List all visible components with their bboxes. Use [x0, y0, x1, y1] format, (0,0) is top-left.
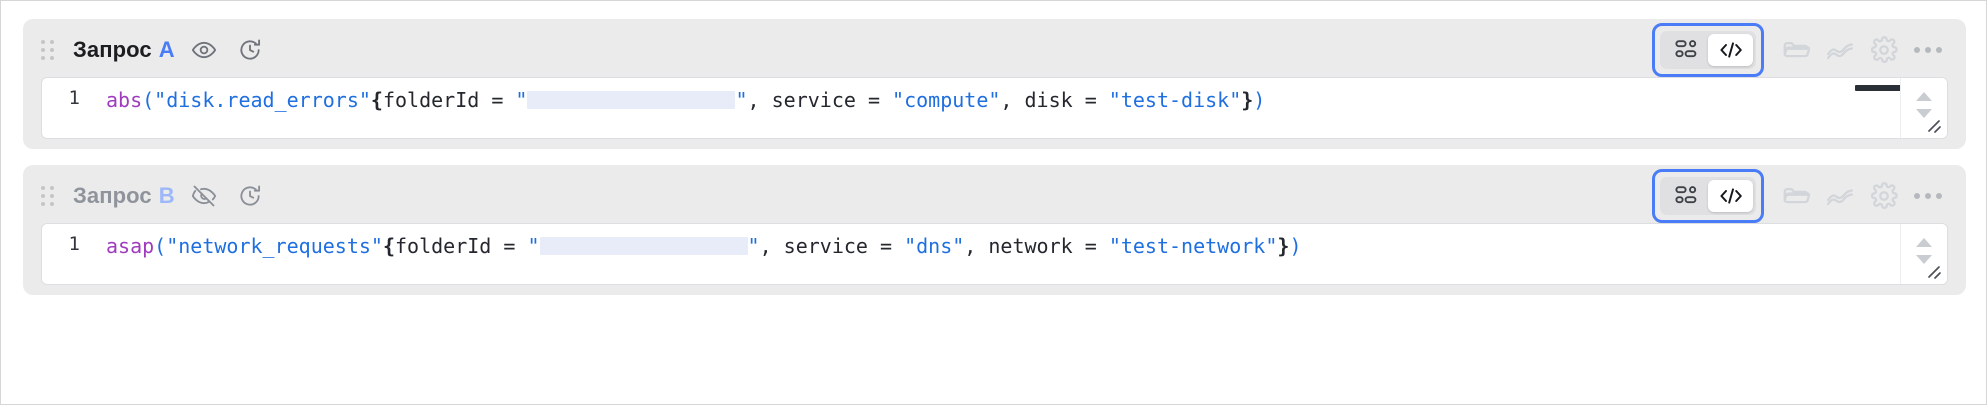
- minimap-indicator: [1855, 85, 1901, 91]
- code-view-button[interactable]: [1708, 180, 1753, 212]
- redacted-folder-id: [527, 91, 736, 109]
- code-label-disk: disk: [1024, 88, 1073, 112]
- eye-off-icon[interactable]: [187, 179, 221, 213]
- code-value-network: "test-network": [1108, 234, 1278, 258]
- code-brace-close: }: [1277, 234, 1290, 258]
- code-open-paren: (: [154, 234, 167, 258]
- code-value-service: "compute": [892, 88, 1001, 112]
- query-a-letter: A: [158, 37, 175, 62]
- scroll-down-icon[interactable]: [1916, 255, 1932, 264]
- code-close-paren: ): [1289, 234, 1302, 258]
- scroll-spinner[interactable]: [1916, 238, 1932, 264]
- code-brace-open: {: [370, 88, 383, 112]
- query-a-code-text[interactable]: abs("disk.read_errors"{folderId = " ", se…: [90, 78, 1947, 138]
- code-value-service: "dns": [904, 234, 965, 258]
- resize-handle-icon[interactable]: [1924, 116, 1944, 136]
- resize-handle-icon[interactable]: [1924, 262, 1944, 282]
- code-sep-1: ,: [747, 88, 772, 112]
- code-brace-open: {: [382, 234, 396, 258]
- chart-line-icon[interactable]: [1818, 28, 1862, 72]
- code-brace-close: }: [1241, 88, 1254, 112]
- code-label-folderid: folderId: [382, 88, 480, 112]
- code-close-paren: ): [1253, 88, 1266, 112]
- eye-icon[interactable]: [187, 33, 221, 67]
- builder-view-button[interactable]: [1663, 180, 1708, 212]
- code-eq-1: =: [491, 234, 528, 258]
- drag-handle-icon[interactable]: [41, 39, 59, 61]
- query-b-code-text[interactable]: asap("network_requests"{folderId = " ", s…: [90, 224, 1947, 284]
- query-a-toolbar: [1652, 19, 1950, 81]
- scroll-up-icon[interactable]: [1916, 238, 1932, 247]
- code-eq-3: =: [1072, 88, 1109, 112]
- folder-icon[interactable]: [1774, 28, 1818, 72]
- view-mode-segmented-control[interactable]: [1660, 177, 1756, 215]
- code-open-paren: (: [142, 88, 155, 112]
- code-quote-open: ": [527, 234, 540, 258]
- code-quote-close: ": [747, 234, 760, 258]
- code-quote-open: ": [515, 88, 528, 112]
- code-sep-2: ,: [1000, 88, 1025, 112]
- redacted-folder-id: [539, 237, 748, 255]
- scroll-spinner[interactable]: [1916, 92, 1932, 118]
- scroll-down-icon[interactable]: [1916, 109, 1932, 118]
- code-eq-2: =: [867, 234, 905, 258]
- history-icon[interactable]: [233, 33, 267, 67]
- editor-scroll-controls: [1900, 78, 1947, 138]
- code-function-name: abs: [106, 88, 143, 112]
- query-a-line-number: 1: [68, 87, 80, 109]
- query-b-letter: B: [158, 183, 175, 208]
- query-a-code-editor[interactable]: 1 abs("disk.read_errors"{folderId = " ", …: [41, 77, 1948, 139]
- more-options-icon[interactable]: [1906, 28, 1950, 72]
- view-mode-segmented-control[interactable]: [1660, 31, 1756, 69]
- code-metric-name: "network_requests": [166, 234, 383, 258]
- code-sep-1: ,: [759, 234, 784, 258]
- editor-scroll-controls: [1900, 224, 1947, 284]
- view-mode-highlight: [1652, 23, 1764, 77]
- code-view-button[interactable]: [1708, 34, 1753, 66]
- view-mode-highlight: [1652, 169, 1764, 223]
- code-sep-2: ,: [964, 234, 989, 258]
- code-eq-2: =: [855, 88, 893, 112]
- gear-icon[interactable]: [1862, 174, 1906, 218]
- code-eq-3: =: [1072, 234, 1109, 258]
- code-quote-close: ": [735, 88, 748, 112]
- more-options-icon[interactable]: [1906, 174, 1950, 218]
- gear-icon[interactable]: [1862, 28, 1906, 72]
- history-icon[interactable]: [233, 179, 267, 213]
- code-eq-1: =: [479, 88, 516, 112]
- code-value-disk: "test-disk": [1108, 88, 1242, 112]
- code-label-service: service: [783, 234, 868, 258]
- query-b-title-text: Запрос: [73, 183, 152, 208]
- query-b-toolbar: [1652, 165, 1950, 227]
- drag-handle-icon[interactable]: [41, 185, 59, 207]
- folder-icon[interactable]: [1774, 174, 1818, 218]
- code-metric-name: "disk.read_errors": [154, 88, 371, 112]
- scroll-up-icon[interactable]: [1916, 92, 1932, 101]
- code-label-service: service: [771, 88, 856, 112]
- query-b-code-editor[interactable]: 1 asap("network_requests"{folderId = " ",…: [41, 223, 1948, 285]
- code-label-network: network: [988, 234, 1073, 258]
- builder-view-button[interactable]: [1663, 34, 1708, 66]
- query-a-title-text: Запрос: [73, 37, 152, 62]
- code-function-name: asap: [106, 234, 155, 258]
- query-b-line-number: 1: [68, 233, 80, 255]
- chart-line-icon[interactable]: [1818, 174, 1862, 218]
- code-label-folderid: folderId: [395, 234, 492, 258]
